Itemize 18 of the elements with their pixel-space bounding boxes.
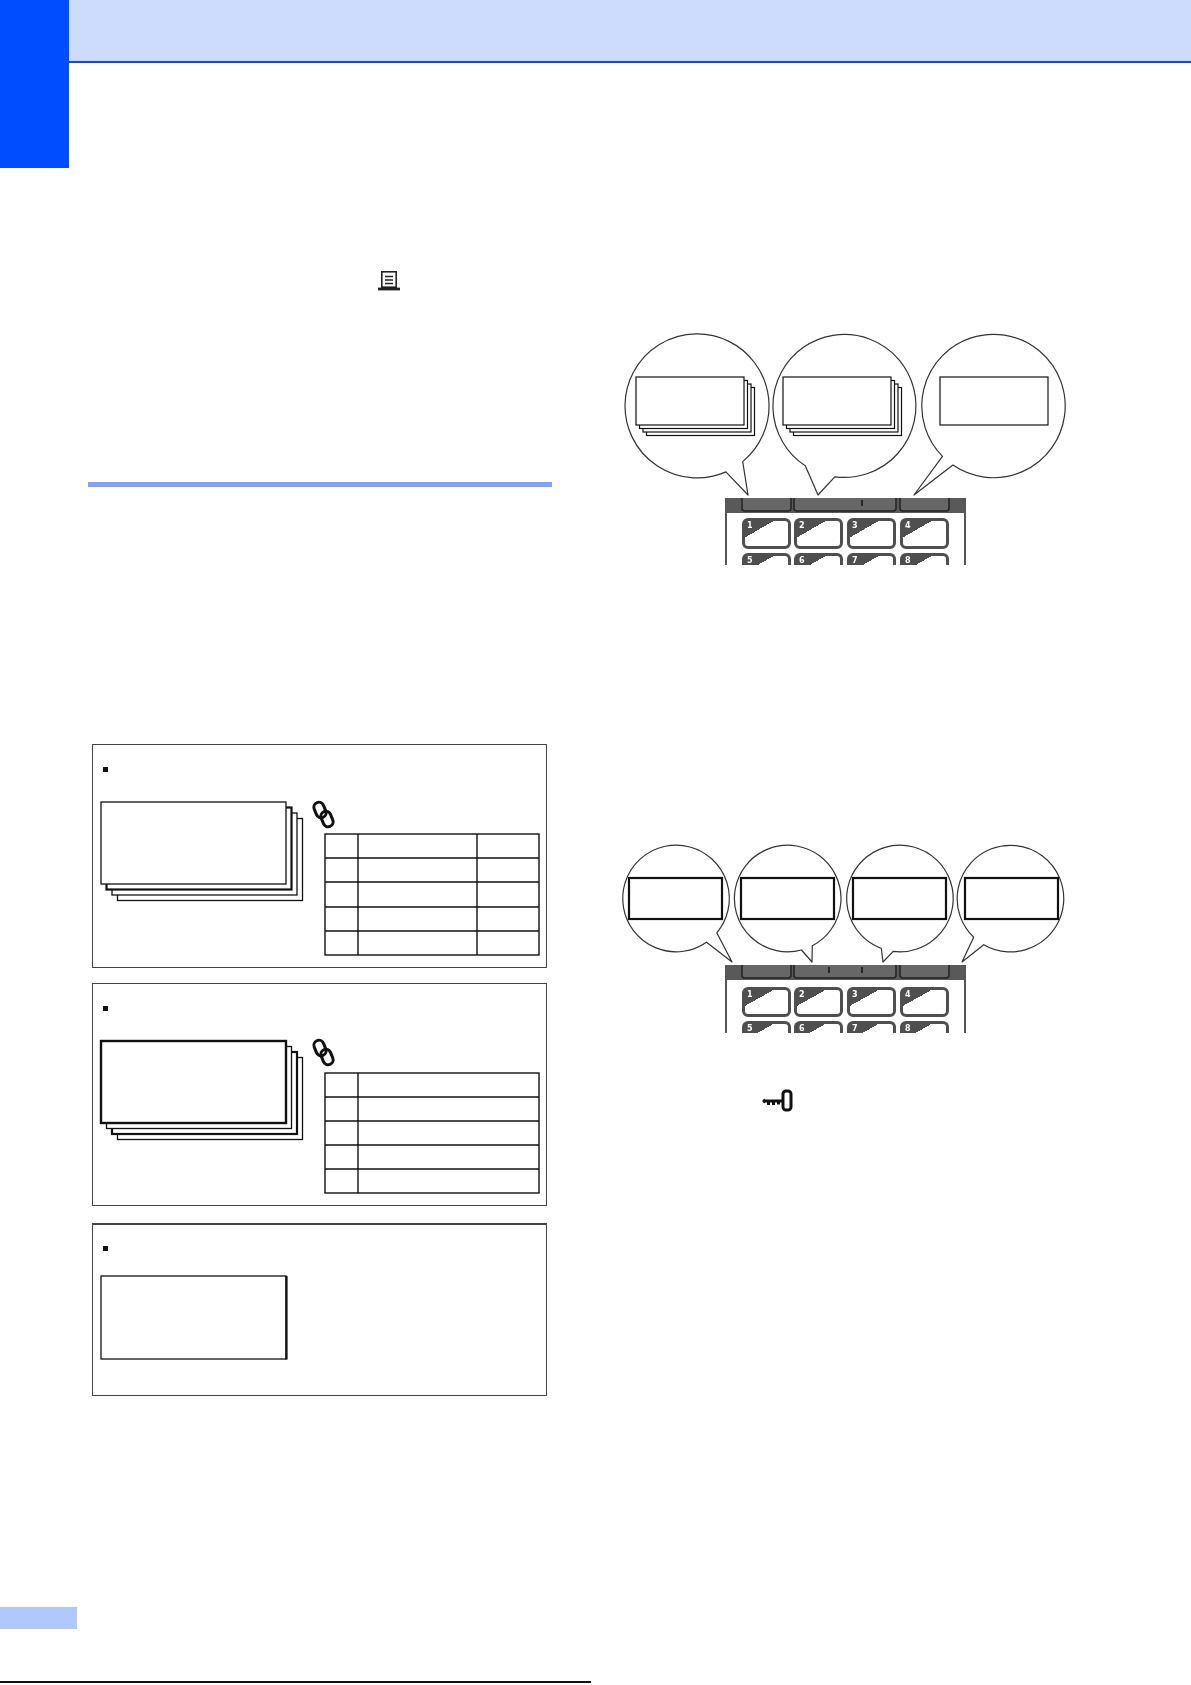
keypad-key: 3 xyxy=(847,987,896,1017)
keypad-key: 1 xyxy=(742,518,791,549)
keypad-panel xyxy=(725,498,966,565)
keypad-key: 7 xyxy=(847,553,896,565)
keypad-key: 1 xyxy=(742,987,791,1017)
keypad-panel xyxy=(725,965,966,1033)
keypad-key: 6 xyxy=(794,553,843,565)
keypad-key: 2 xyxy=(794,518,843,549)
keypad-key: 6 xyxy=(794,1021,843,1033)
keypad-key: 5 xyxy=(742,1021,791,1033)
keypad-key: 8 xyxy=(900,1021,949,1033)
keypad-key: 3 xyxy=(847,518,896,549)
keypad-key: 8 xyxy=(900,553,949,565)
keypad-key: 7 xyxy=(847,1021,896,1033)
keypad-key: 4 xyxy=(900,518,949,549)
keypad-key: 4 xyxy=(900,987,949,1017)
keypad-key: 2 xyxy=(794,987,843,1017)
keypad-key: 5 xyxy=(742,553,791,565)
